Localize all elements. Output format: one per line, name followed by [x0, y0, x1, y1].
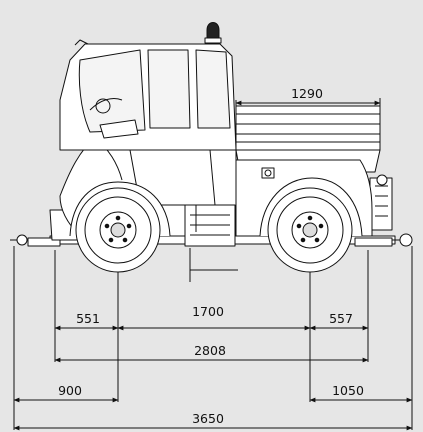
rear-hitch-label: 1050: [332, 383, 364, 398]
beacon-light-icon: [204, 22, 222, 44]
front-hitch-label: 900: [58, 383, 82, 398]
front-overhang-label: 551: [76, 311, 100, 326]
overall-length-label: 3650: [192, 411, 224, 426]
rear-hitch: [354, 174, 413, 247]
axle-span-total-label: 2808: [194, 343, 226, 358]
rear-overhang-label: 557: [329, 311, 353, 326]
wheelbase-label: 1700: [192, 304, 224, 319]
dimension-labels: 1290 551 1700 557 2808 900 1050 3650: [58, 86, 364, 426]
cab: [59, 22, 237, 151]
bed-length-label: 1290: [291, 86, 323, 101]
rear-wheel: [267, 187, 353, 273]
dimension-lines: [13, 98, 413, 431]
front-wheel: [75, 187, 161, 273]
vehicle-side-view: [10, 22, 413, 273]
